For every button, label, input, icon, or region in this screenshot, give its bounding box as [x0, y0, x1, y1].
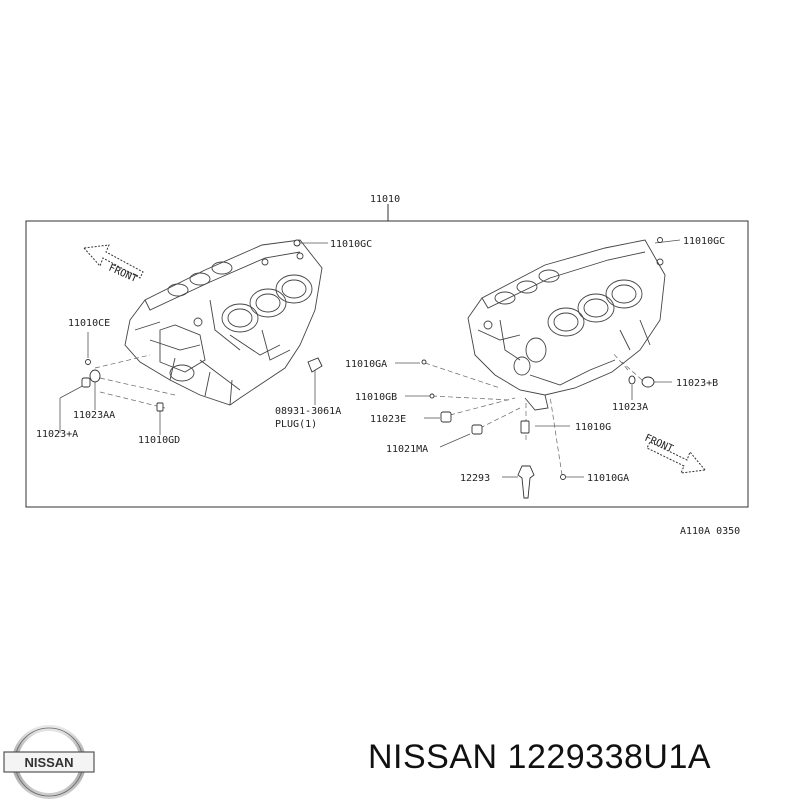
projection-lines	[94, 351, 643, 476]
reference-code: A110A 0350	[680, 526, 740, 537]
part-label-11010ga-lower: 11010GA	[587, 473, 629, 484]
part-label-11023-plus-a: 11023+A	[36, 429, 78, 440]
product-caption: NISSAN 1229338U1A	[368, 738, 712, 776]
assembly-frame	[25, 204, 749, 508]
nissan-logo-text: NISSAN	[24, 755, 73, 770]
front-label-right: FRONT	[643, 433, 675, 455]
part-label-11010g: 11010G	[575, 422, 611, 433]
part-label-11010gd: 11010GD	[138, 435, 180, 446]
front-label-left: FRONT	[107, 263, 139, 285]
part-label-11023-plus-b: 11023+B	[676, 378, 718, 389]
part-label-11010ce: 11010CE	[68, 318, 110, 329]
part-label-11010gb: 11010GB	[355, 392, 397, 403]
part-label-11023e: 11023E	[370, 414, 406, 425]
front-arrow-left	[82, 244, 144, 279]
engine-block-right	[467, 239, 666, 411]
part-label-11010gc-right: 11010GC	[683, 236, 725, 247]
nissan-logo: NISSAN	[3, 725, 95, 799]
front-arrow-right	[646, 441, 706, 474]
small-parts	[81, 237, 663, 499]
part-label-08931-3061a: 08931-3061A	[275, 406, 341, 417]
part-label-11023aa: 11023AA	[73, 410, 115, 421]
part-label-plug: PLUG(1)	[275, 419, 317, 430]
assembly-label: 11010	[370, 194, 400, 205]
part-label-12293: 12293	[460, 473, 490, 484]
engine-block-left	[124, 239, 323, 406]
part-label-11010ga-upper: 11010GA	[345, 359, 387, 370]
part-label-11021ma: 11021MA	[386, 444, 428, 455]
part-label-11023a: 11023A	[612, 402, 648, 413]
part-label-11010gc-left: 11010GC	[330, 239, 372, 250]
